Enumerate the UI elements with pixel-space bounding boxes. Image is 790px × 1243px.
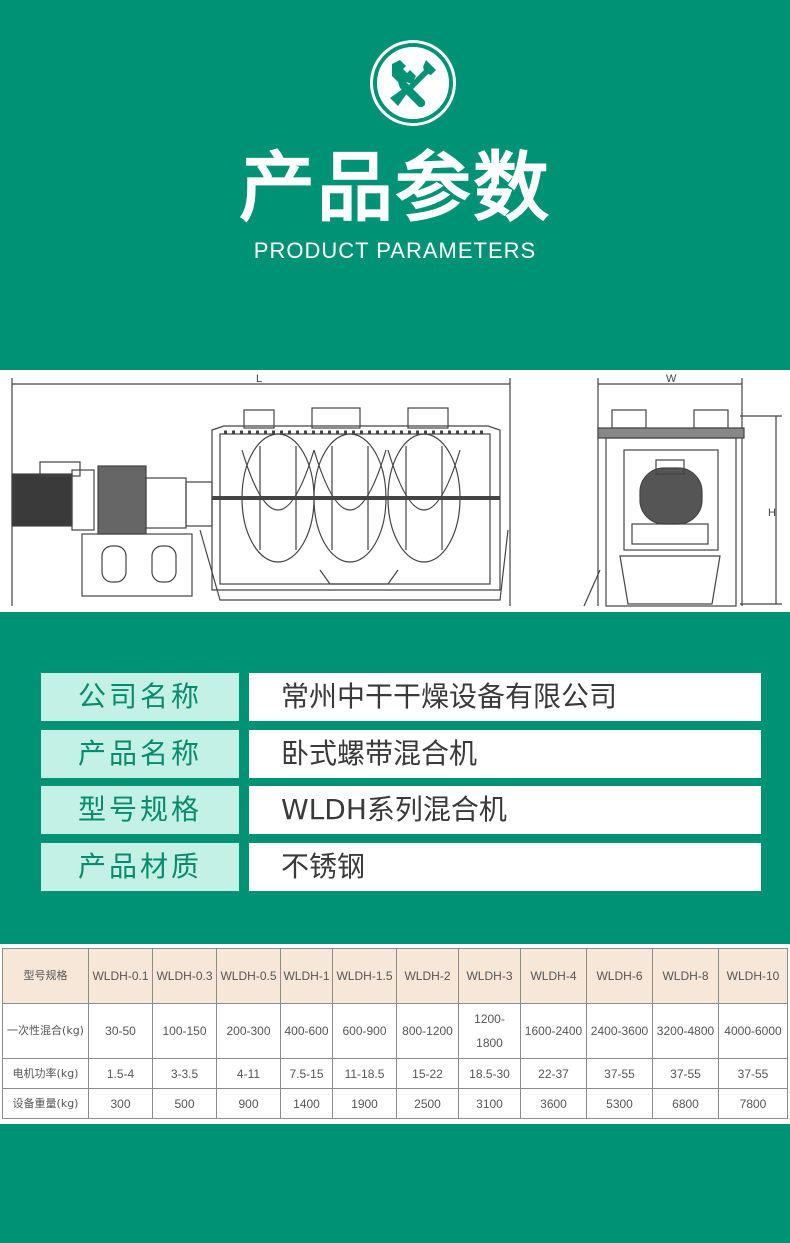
table-header-cell: WLDH-0.3 [152, 948, 217, 1004]
table-cell: 5300 [586, 1088, 653, 1119]
table-cell: 4000-6000 [718, 1003, 788, 1059]
table-cell: 400-600 [280, 1003, 333, 1059]
table-cell: 30-50 [88, 1003, 153, 1059]
table-cell: 15-22 [396, 1058, 459, 1089]
table-cell: 300 [88, 1088, 153, 1119]
table-cell: 500 [152, 1088, 217, 1119]
table-cell: 1600-2400 [520, 1003, 587, 1059]
table-header-cell: WLDH-4 [520, 948, 587, 1004]
table-cell: 1900 [332, 1088, 397, 1119]
page-title: 产品参数 [239, 143, 551, 232]
table-header-cell: WLDH-0.1 [88, 948, 153, 1004]
table-row: 电机功率(kg) 1.5-4 3-3.5 4-11 7.5-15 11-18.5… [2, 1058, 788, 1089]
table-header-cell: WLDH-0.5 [216, 948, 281, 1004]
machine-drawing: L W H [0, 370, 790, 612]
table-cell: 2500 [396, 1088, 459, 1119]
table-header-cell: WLDH-3 [458, 948, 521, 1004]
info-row-material: 产品材质 不锈钢 [41, 843, 761, 891]
table-cell: 1.5-4 [88, 1058, 153, 1089]
table-cell: 1200-1800 [458, 1003, 521, 1059]
info-value: 卧式螺带混合机 [249, 730, 761, 778]
spec-table-section: 型号规格 WLDH-0.1 WLDH-0.3 WLDH-0.5 WLDH-1 W… [0, 944, 790, 1124]
table-cell: 3-3.5 [152, 1058, 217, 1089]
table-cell: 3100 [458, 1088, 521, 1119]
table-cell: 900 [216, 1088, 281, 1119]
table-row-header: 设备重量(kg) [2, 1088, 89, 1119]
table-row-header: 电机功率(kg) [2, 1058, 89, 1089]
wrench-screwdriver-icon [373, 43, 453, 123]
info-label: 公司名称 [41, 673, 239, 721]
table-cell: 100-150 [152, 1003, 217, 1059]
info-value: 常州中干干燥设备有限公司 [249, 673, 761, 721]
table-cell: 37-55 [718, 1058, 788, 1089]
info-label: 产品名称 [41, 730, 239, 778]
table-header-cell: 型号规格 [2, 948, 89, 1004]
info-value: 不锈钢 [249, 843, 761, 891]
table-cell: 37-55 [652, 1058, 719, 1089]
table-cell: 3200-4800 [652, 1003, 719, 1059]
spec-table: 型号规格 WLDH-0.1 WLDH-0.3 WLDH-0.5 WLDH-1 W… [2, 948, 788, 1119]
table-cell: 600-900 [332, 1003, 397, 1059]
table-cell: 7.5-15 [280, 1058, 333, 1089]
logo-badge [370, 40, 456, 126]
table-header-cell: WLDH-1 [280, 948, 333, 1004]
table-cell: 200-300 [216, 1003, 281, 1059]
dimension-label-height: H [768, 507, 776, 519]
table-header-cell: WLDH-1.5 [332, 948, 397, 1004]
table-cell: 1400 [280, 1088, 333, 1119]
table-row: 设备重量(kg) 300 500 900 1400 1900 2500 3100… [2, 1088, 788, 1119]
table-cell: 2400-3600 [586, 1003, 653, 1059]
table-header-row: 型号规格 WLDH-0.1 WLDH-0.3 WLDH-0.5 WLDH-1 W… [2, 948, 788, 1004]
table-row: 一次性混合(kg) 30-50 100-150 200-300 400-600 … [2, 1003, 788, 1059]
table-cell: 22-37 [520, 1058, 587, 1089]
info-row-product: 产品名称 卧式螺带混合机 [41, 730, 761, 778]
table-cell: 800-1200 [396, 1003, 459, 1059]
table-cell: 18.5-30 [458, 1058, 521, 1089]
table-cell: 11-18.5 [332, 1058, 397, 1089]
table-cell: 37-55 [586, 1058, 653, 1089]
table-row-header: 一次性混合(kg) [2, 1003, 89, 1059]
table-header-cell: WLDH-6 [586, 948, 653, 1004]
info-row-company: 公司名称 常州中干干燥设备有限公司 [41, 673, 761, 721]
table-cell: 3600 [520, 1088, 587, 1119]
table-cell: 6800 [652, 1088, 719, 1119]
table-cell: 4-11 [216, 1058, 281, 1089]
table-cell: 7800 [718, 1088, 788, 1119]
info-value: WLDH系列混合机 [249, 786, 761, 834]
dimension-label-width: W [666, 373, 677, 385]
table-header-cell: WLDH-10 [718, 948, 788, 1004]
info-label: 产品材质 [41, 843, 239, 891]
table-header-cell: WLDH-2 [396, 948, 459, 1004]
header-section: 产品参数 PRODUCT PARAMETERS [0, 0, 790, 370]
dimension-label-length: L [256, 373, 262, 385]
info-label: 型号规格 [41, 786, 239, 834]
table-header-cell: WLDH-8 [652, 948, 719, 1004]
mixer-schematic: L W H [11, 373, 782, 607]
info-row-model: 型号规格 WLDH系列混合机 [41, 786, 761, 834]
page-subtitle: PRODUCT PARAMETERS [253, 238, 537, 263]
